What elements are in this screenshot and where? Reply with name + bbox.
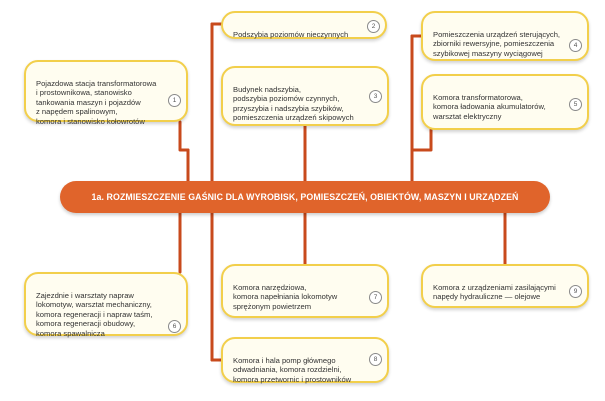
node-6: Zajezdnie i warsztaty napraw lokomotyw, …	[24, 272, 188, 338]
node-6-number-badge: 6	[168, 320, 181, 333]
node-4-number-badge: 4	[569, 39, 582, 52]
node-8-text: Komora i hala pomp głównego odwadniania,…	[233, 355, 352, 384]
node-7-number-badge: 7	[369, 291, 382, 304]
node-1-text: Pojazdowa stacja transformatorowa i pros…	[36, 78, 157, 126]
node-3-number-badge: 3	[369, 90, 382, 103]
node-9-number-badge: 9	[569, 285, 582, 298]
central-topic: 1a. ROZMIESZCZENIE GAŚNIC DLA WYROBISK, …	[60, 181, 550, 213]
node-1-number-badge: 1	[168, 94, 181, 107]
node-3-text: Budynek nadszybia, podszybia poziomów cz…	[233, 84, 354, 123]
node-6-text: Zajezdnie i warsztaty napraw lokomotyw, …	[36, 290, 153, 338]
node-7-text: Komora narzędziowa, komora napełniania l…	[233, 282, 338, 311]
node-5-number-badge: 5	[569, 98, 582, 111]
node-9-text: Komora z urządzeniami zasilającymi napęd…	[433, 282, 556, 302]
node-4-text: Pomieszczenia urządzeń sterujących, zbio…	[433, 29, 561, 58]
node-8: Komora i hala pomp głównego odwadniania,…	[221, 337, 389, 384]
node-4: Pomieszczenia urządzeń sterujących, zbio…	[421, 11, 589, 61]
node-2-number-badge: 2	[367, 20, 380, 33]
node-5: Komora transformatorowa, komora ładowani…	[421, 74, 589, 130]
conn-node-5	[410, 128, 433, 152]
node-1: Pojazdowa stacja transformatorowa i pros…	[24, 60, 188, 126]
node-2-text: Podszybia poziomów nieczynnych	[233, 29, 349, 39]
node-3: Budynek nadszybia, podszybia poziomów cz…	[221, 66, 389, 126]
node-2: Podszybia poziomów nieczynnych 2	[221, 11, 387, 39]
node-8-number-badge: 8	[369, 353, 382, 366]
node-7: Komora narzędziowa, komora napełniania l…	[221, 264, 389, 318]
node-5-text: Komora transformatorowa, komora ładowani…	[433, 92, 546, 121]
node-9: Komora z urządzeniami zasilającymi napęd…	[421, 264, 589, 308]
conn-node-1-h	[178, 120, 190, 152]
